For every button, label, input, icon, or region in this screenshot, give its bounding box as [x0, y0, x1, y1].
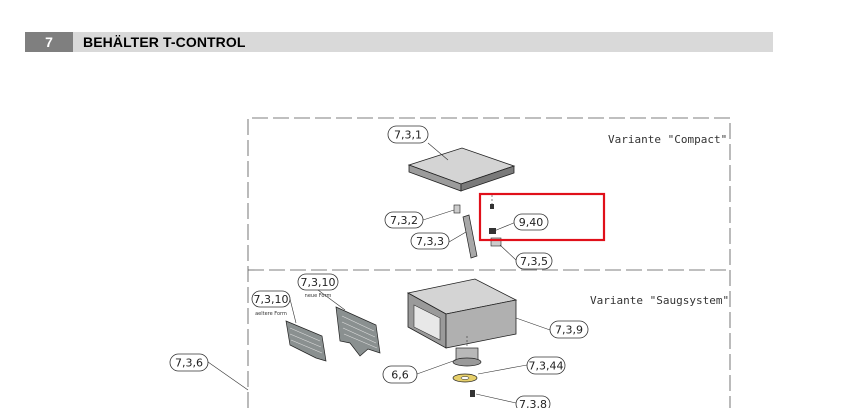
- note-neue-form: neue Form: [305, 293, 332, 299]
- part-fasteners: [453, 204, 502, 247]
- leader-lines-saugsystem: [207, 289, 551, 404]
- part-box: [406, 278, 518, 349]
- note-aeltere-form: aeltere Form: [255, 311, 287, 317]
- callout-7-3-2: 7,3,2: [390, 214, 418, 227]
- callout-7-3-44: 7,3,44: [529, 360, 564, 373]
- callout-7-3-1: 7,3,1: [394, 129, 422, 142]
- diagram-frames: [247, 117, 731, 408]
- part-grille-new: [335, 306, 381, 357]
- callout-7-3-10-new: 7,3,10: [301, 276, 336, 289]
- part-lid: [407, 147, 516, 192]
- part-strip: [462, 214, 478, 259]
- callout-bubbles: [169, 125, 589, 408]
- part-grille-old: [285, 320, 327, 362]
- highlight-box: [478, 192, 606, 242]
- variant-saugsystem-label: Variante "Saugsystem": [590, 294, 729, 307]
- variant-compact-label: Variante "Compact": [608, 133, 727, 146]
- callout-7-3-5: 7,3,5: [520, 255, 548, 268]
- callout-7-3-6: 7,3,6: [175, 357, 203, 370]
- section-title: BEHÄLTER T-CONTROL: [83, 34, 246, 50]
- leader-lines-compact: [422, 142, 517, 261]
- callout-7-3-10-old: 7,3,10: [254, 293, 289, 306]
- section-number: 7: [25, 32, 73, 52]
- callout-7-3-8: 7,3,8: [519, 398, 547, 408]
- callout-9-40: 9,40: [519, 216, 544, 229]
- callout-7-3-3: 7,3,3: [416, 235, 444, 248]
- callout-7-3-9: 7,3,9: [555, 324, 583, 337]
- part-pump: [452, 347, 482, 397]
- section-header: 7 BEHÄLTER T-CONTROL: [25, 32, 773, 52]
- callout-6-6: 6,6: [391, 369, 409, 382]
